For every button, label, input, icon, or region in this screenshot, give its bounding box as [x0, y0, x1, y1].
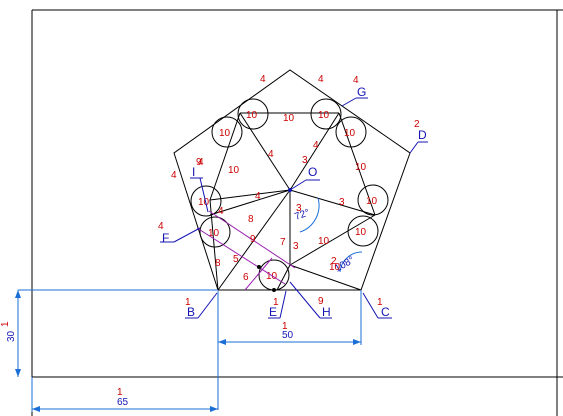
point-label-H: H: [322, 305, 331, 319]
circle-4: [335, 116, 367, 148]
svg-text:3: 3: [293, 241, 299, 252]
svg-text:4: 4: [268, 149, 274, 160]
svg-text:1: 1: [282, 321, 288, 332]
svg-text:1: 1: [273, 297, 279, 308]
angle-arc-108: [339, 251, 363, 273]
svg-text:4: 4: [318, 74, 324, 85]
svg-text:10: 10: [355, 227, 367, 238]
dim-65: 65: [117, 397, 129, 408]
svg-text:2: 2: [331, 256, 337, 267]
svg-text:10: 10: [344, 128, 356, 139]
circle-7: [199, 216, 231, 248]
violet-construction: [196, 210, 296, 291]
dim-50: 50: [282, 330, 294, 341]
svg-text:3: 3: [339, 197, 345, 208]
point-label-D: D: [418, 128, 427, 142]
angle-arc-72: [299, 197, 320, 233]
svg-text:9: 9: [250, 234, 256, 245]
svg-text:1: 1: [377, 297, 383, 308]
svg-text:1: 1: [117, 387, 123, 398]
circle-5: [190, 185, 222, 217]
svg-text:10: 10: [283, 113, 295, 124]
point-label-C: C: [381, 305, 390, 319]
angle-72: 72°: [293, 207, 311, 223]
svg-text:4: 4: [198, 157, 204, 168]
svg-text:8: 8: [248, 214, 254, 225]
circle-6: [357, 184, 389, 216]
svg-text:4: 4: [260, 74, 266, 85]
svg-text:10: 10: [228, 165, 240, 176]
svg-text:8: 8: [215, 258, 221, 269]
circle-1: [237, 98, 269, 130]
dimensions: 30 1 50 1 65 1: [0, 289, 362, 412]
point-label-B: B: [187, 305, 195, 319]
svg-text:1: 1: [0, 321, 11, 327]
svg-text:4: 4: [353, 75, 359, 86]
point-labels: B 1 C 1 D 2 E 1 F 4 G 4 H 9 I 9 O: [158, 75, 428, 319]
svg-text:10: 10: [208, 228, 220, 239]
circle-group: [190, 98, 389, 291]
circle-3: [211, 116, 243, 148]
svg-text:6: 6: [243, 272, 249, 283]
point-label-I: I: [192, 165, 195, 179]
center-point: [257, 265, 261, 269]
point-label-F: F: [162, 231, 169, 245]
svg-text:10: 10: [246, 110, 258, 121]
point-label-G: G: [357, 85, 366, 99]
dim-30: 30: [6, 330, 17, 342]
svg-text:9: 9: [196, 157, 202, 168]
point-O-marker: [288, 188, 292, 192]
svg-text:3: 3: [296, 203, 302, 214]
svg-text:10: 10: [355, 162, 367, 173]
circle-values: 10 10 10 10 10 10 10 10 10: [198, 110, 378, 282]
point-E-marker: [272, 288, 276, 292]
point-label-O: O: [308, 165, 317, 179]
svg-text:4: 4: [255, 191, 261, 202]
svg-text:1: 1: [185, 297, 191, 308]
svg-text:10: 10: [219, 128, 231, 139]
svg-text:5: 5: [233, 254, 239, 265]
svg-text:4: 4: [218, 206, 224, 217]
svg-text:4: 4: [313, 140, 319, 151]
svg-text:7: 7: [280, 237, 286, 248]
svg-text:4: 4: [171, 170, 177, 181]
point-label-E: E: [269, 305, 277, 319]
pentagon-outline: [173, 69, 411, 291]
circle-2: [310, 98, 342, 130]
edge-labels: 4 4 4 10 4 4 3 10 10 10 4 4 8 9 5 8 6 7 …: [171, 74, 367, 283]
svg-text:3: 3: [302, 155, 308, 166]
svg-text:9: 9: [318, 296, 324, 307]
svg-text:10: 10: [318, 110, 330, 121]
svg-text:4: 4: [158, 221, 164, 232]
svg-text:10: 10: [329, 262, 341, 273]
svg-text:10: 10: [318, 236, 330, 247]
circle-8: [347, 215, 379, 247]
svg-text:10: 10: [366, 196, 378, 207]
svg-text:10: 10: [266, 271, 278, 282]
svg-text:2: 2: [414, 119, 420, 130]
svg-text:10: 10: [198, 197, 210, 208]
